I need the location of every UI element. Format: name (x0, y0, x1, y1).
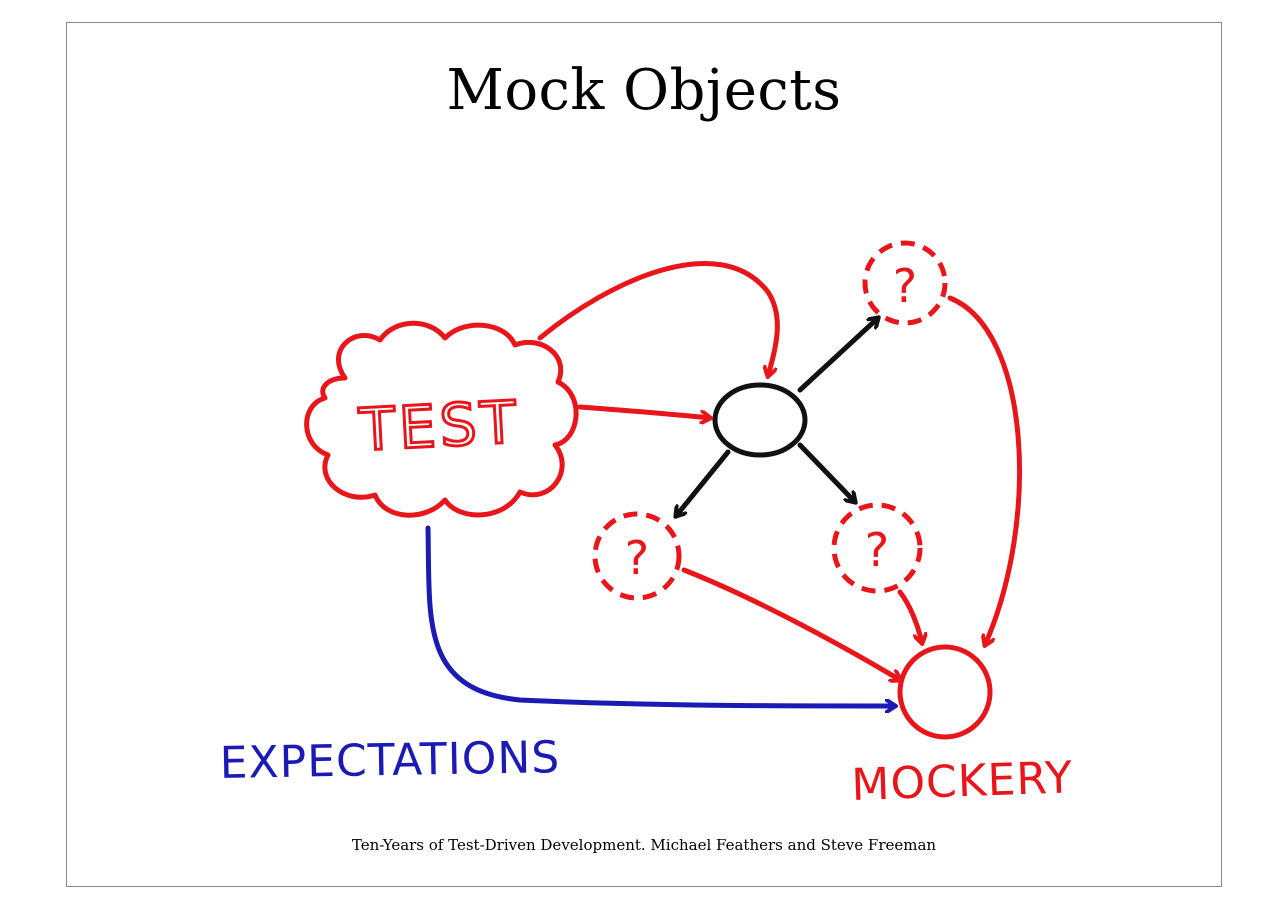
unknown-label-right: ? (865, 523, 889, 577)
mockery-circle (897, 644, 993, 740)
mockery-label: MOCKERY (851, 752, 1074, 811)
left-unknown-to-mockery-arrow (681, 567, 900, 680)
expectations-label: EXPECTATIONS (219, 732, 560, 789)
unknown-label-top: ? (893, 259, 917, 313)
slide-frame (66, 22, 1222, 887)
test-label: TEST (357, 388, 522, 464)
right-unknown-to-mockery-arrow (897, 589, 922, 643)
unknown-collaborator-top (862, 240, 948, 326)
expectations-arrow (425, 525, 895, 706)
top-unknown-to-mockery-arrow (947, 295, 1023, 645)
unknown-label-left: ? (625, 531, 649, 585)
test-to-object-arrow (577, 404, 710, 418)
object-to-left-unknown-arrow (676, 449, 731, 516)
slide-caption: Ten-Years of Test-Driven Development. Mi… (351, 836, 937, 854)
unknown-collaborator-left (592, 511, 682, 601)
object-under-test-circle (712, 382, 808, 458)
unknown-collaborator-right (831, 502, 923, 594)
test-cloud-shape (304, 320, 579, 518)
test-to-object-curved-arrow (537, 260, 780, 376)
object-to-top-unknown-arrow (797, 318, 878, 393)
object-to-right-unknown-arrow (797, 442, 855, 502)
slide-title: Mock Objects (446, 58, 842, 123)
